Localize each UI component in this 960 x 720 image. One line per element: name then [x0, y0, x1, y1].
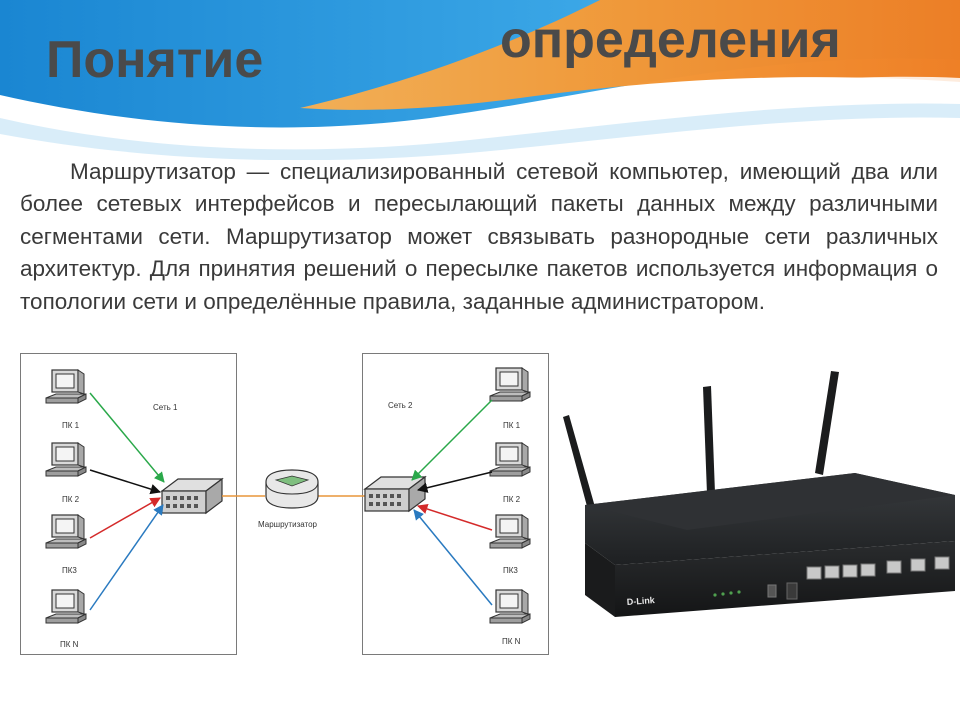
pc-icon [45, 589, 87, 624]
definition-paragraph: Маршрутизатор — специализированный сетев… [20, 159, 938, 314]
pc-icon [489, 442, 531, 477]
wireless-router-photo: D-Link [563, 371, 955, 617]
link-arrow [416, 471, 493, 493]
brand-logo: D-Link [626, 595, 656, 607]
link-arrow [89, 392, 165, 483]
router-label: Маршрутизатор [258, 520, 318, 529]
pc-icon [489, 589, 531, 624]
hub-icon [161, 478, 223, 514]
link-arrow [413, 509, 493, 606]
link-arrow [417, 503, 493, 531]
net2-pc-label: ПК 1 [503, 421, 521, 430]
link-arrow [411, 399, 493, 481]
pc-icon [489, 514, 531, 549]
net2-pc-label: ПК3 [503, 566, 518, 575]
net1-label: Сеть 1 [153, 403, 178, 412]
antenna-icon [563, 415, 595, 510]
title-right: определения [500, 11, 841, 69]
network-diagram: ПК 1 ПК 2 ПК3 ПК N Сеть 1 Маршрутизатор … [45, 367, 531, 649]
pc-icon [45, 442, 87, 477]
pc-icon [489, 367, 531, 402]
antenna-icon [815, 371, 839, 475]
net2-pc-label: ПК N [502, 637, 521, 646]
link-arrow [89, 504, 164, 611]
router-icon [265, 469, 319, 509]
net1-pc-label: ПК N [60, 640, 79, 649]
link-arrow [89, 497, 161, 539]
link-arrow [89, 469, 162, 495]
pc-icon [45, 514, 87, 549]
ethernet-ports [806, 556, 950, 580]
net2-label: Сеть 2 [388, 401, 413, 410]
hub-icon [364, 476, 426, 512]
title-left: Понятие [46, 31, 264, 89]
net1-pc-label: ПК 1 [62, 421, 80, 430]
antenna-icon [703, 386, 715, 494]
header-banner [0, 0, 960, 160]
pc-icon [45, 369, 87, 404]
net1-pc-label: ПК3 [62, 566, 77, 575]
net2-pc-label: ПК 2 [503, 495, 521, 504]
net1-pc-label: ПК 2 [62, 495, 80, 504]
